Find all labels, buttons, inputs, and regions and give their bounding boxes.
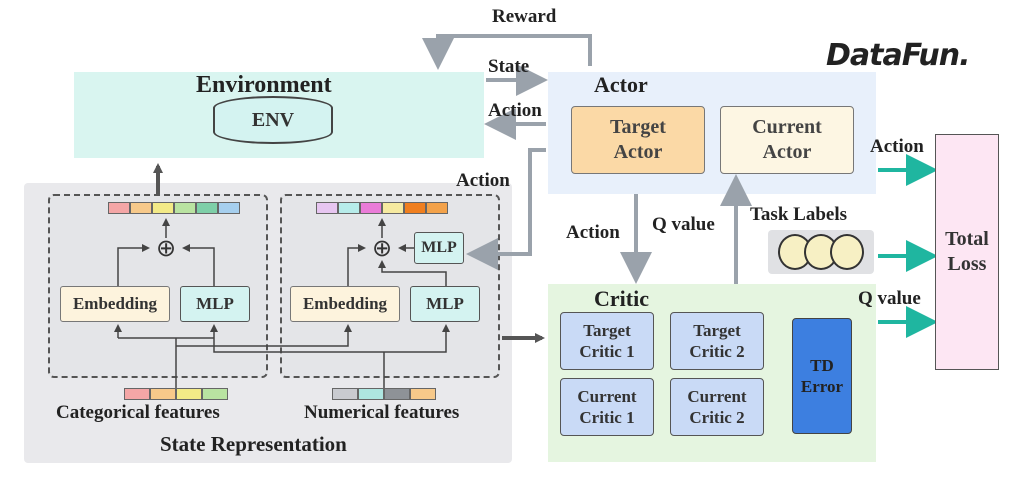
feature-cell [316, 202, 338, 214]
feature-cell [124, 388, 150, 400]
left-embedding-box: Embedding [60, 286, 170, 322]
feature-cell [152, 202, 174, 214]
right-embedding-box: Embedding [290, 286, 400, 322]
left-mlp-box: MLP [180, 286, 250, 322]
action-to-critic-label: Action [566, 222, 620, 243]
current-actor-box: Current Actor [720, 106, 854, 174]
target-actor-box: Target Actor [571, 106, 705, 174]
feature-cell [130, 202, 152, 214]
right-mlp-box: MLP [410, 286, 480, 322]
q-value-to-actor-label: Q value [652, 214, 715, 235]
target-critic-2-box: Target Critic 2 [670, 312, 764, 370]
right-plus-symbol: ⊕ [371, 234, 393, 262]
feature-cell [360, 202, 382, 214]
reward-arrow [422, 34, 592, 70]
total-loss-box: Total Loss [935, 134, 999, 370]
left-embedding-to-plus [117, 244, 150, 286]
left-plus-symbol: ⊕ [155, 234, 177, 262]
current-critic-2-box: Current Critic 2 [670, 378, 764, 436]
feature-cell [426, 202, 448, 214]
reward-label: Reward [492, 6, 557, 27]
feature-cell [404, 202, 426, 214]
td-error-box: TD Error [792, 318, 852, 434]
env-database-icon: ENV [213, 96, 333, 144]
numerical-to-left-mlp [210, 324, 384, 353]
target-critic-1-box: Target Critic 1 [560, 312, 654, 370]
categorical-to-right-embedding [176, 324, 352, 347]
right-mlp-to-plus [378, 260, 447, 286]
state-representation-title: State Representation [160, 432, 347, 456]
right-embedding-to-plus [347, 244, 366, 286]
feature-cell [332, 388, 358, 400]
feature-cell [202, 388, 228, 400]
q-value-to-loss-label: Q value [858, 288, 921, 309]
feature-cell [174, 202, 196, 214]
action-mlp-box: MLP [414, 232, 464, 264]
categorical-features-label: Categorical features [56, 402, 220, 423]
actor-title: Actor [594, 72, 648, 97]
datafun-logo: DataFun. [826, 38, 970, 73]
feature-cell [196, 202, 218, 214]
left-mlp-to-plus [182, 244, 215, 286]
action-to-mlp-label: Action [456, 170, 510, 191]
task-labels-title: Task Labels [750, 204, 847, 225]
critic-title: Critic [594, 286, 649, 311]
feature-cell [218, 202, 240, 214]
state-label: State [488, 56, 530, 77]
environment-title: Environment [196, 72, 332, 98]
feature-cell [338, 202, 360, 214]
feature-cell [108, 202, 130, 214]
action-to-env-label: Action [488, 100, 542, 121]
action-to-mlp-arrow [466, 148, 546, 270]
feature-cell [150, 388, 176, 400]
task-label-3-icon [830, 234, 864, 270]
feature-cell [410, 388, 436, 400]
numerical-to-right-mlp [384, 324, 450, 353]
action-to-loss-label: Action [870, 136, 924, 157]
feature-cell [384, 388, 410, 400]
current-critic-1-box: Current Critic 1 [560, 378, 654, 436]
numerical-features-label: Numerical features [304, 402, 460, 423]
feature-cell [382, 202, 404, 214]
feature-cell [176, 388, 202, 400]
feature-cell [358, 388, 384, 400]
